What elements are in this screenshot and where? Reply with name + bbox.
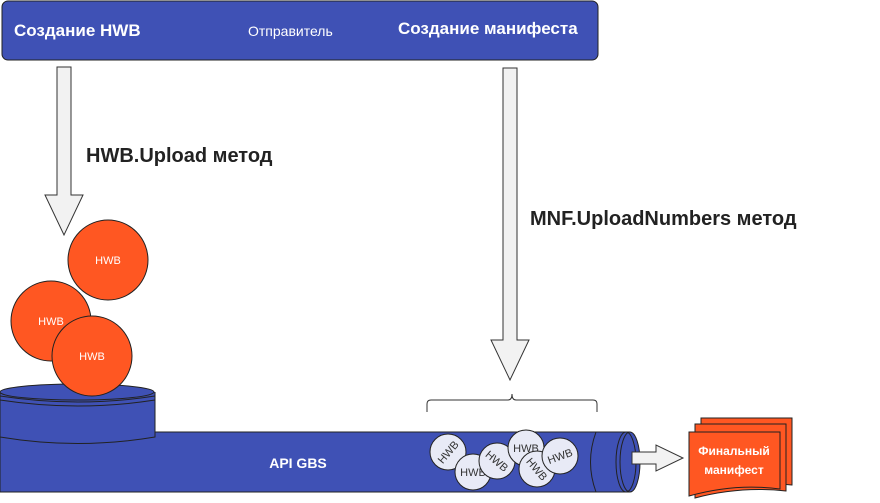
hwb-circle: HWB [67,219,149,301]
final-manifest-document: Финальный манифест [688,417,793,499]
hwb-circle: HWB [51,315,133,397]
header-center: Отправитель [248,23,333,39]
output-arrow [631,444,685,472]
svg-text:HWB: HWB [95,255,121,267]
api-label: API GBS [269,455,327,471]
brace [426,393,598,412]
mnf-method-label: MNF.UploadNumbers метод [530,208,797,230]
header-right: Создание манифеста [398,19,578,38]
final-doc-line2: манифест [704,463,764,477]
svg-text:HWB: HWB [79,351,105,363]
svg-text:HWB: HWB [38,316,64,328]
mnf-upload-arrow [490,67,530,382]
header-left: Создание HWB [14,21,141,40]
hwb-bubble: HWB [429,433,467,471]
hwb-bubble: HWB [541,437,579,475]
hwb-upload-arrow [44,66,84,237]
svg-text:HWB: HWB [460,467,486,479]
sender-header: Создание HWB Отправитель Создание манифе… [1,0,599,61]
final-doc-line1: Финальный [698,444,769,458]
hwb-method-label: HWB.Upload метод [86,145,273,167]
